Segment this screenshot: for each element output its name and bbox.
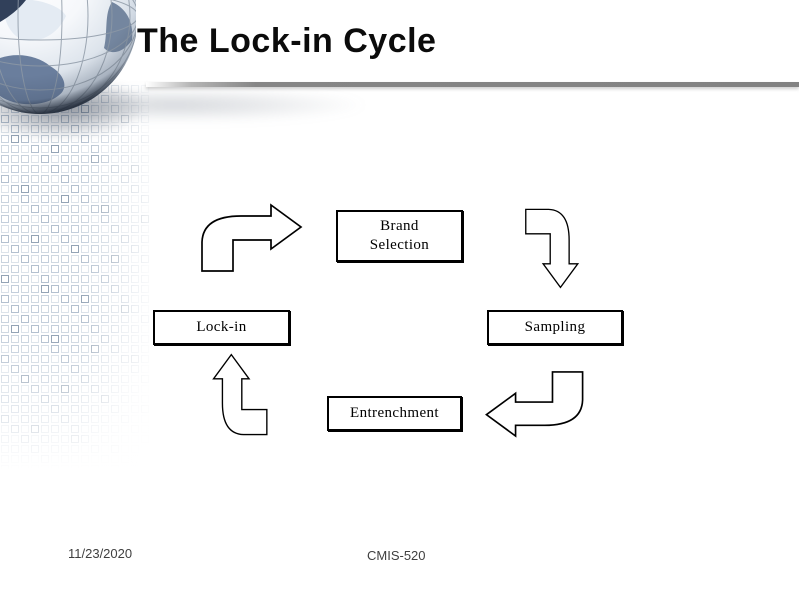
- diagram-box-brand-selection: Brand Selection: [336, 210, 463, 262]
- footer-course: CMIS-520: [367, 548, 426, 563]
- diagram-box-sampling: Sampling: [487, 310, 623, 345]
- diagram-box-label: Lock-in: [196, 318, 247, 335]
- footer-date: 11/23/2020: [68, 546, 133, 561]
- diagram-box-label: Brand: [380, 217, 419, 234]
- diagram-box-lock-in: Lock-in: [153, 310, 290, 345]
- diagram-box-label: Selection: [369, 237, 430, 253]
- background-mosaic-fade: [0, 80, 175, 490]
- bent-arrow-entrenchment-to-lock-in-icon: [212, 353, 268, 436]
- bent-arrow-brand-selection-to-sampling-icon: [525, 208, 580, 289]
- title-divider: [146, 82, 799, 87]
- diagram-box-label: Entrenchment: [350, 404, 439, 421]
- diagram-box-entrenchment: Entrenchment: [327, 396, 462, 431]
- globe-icon: [0, 0, 136, 114]
- diagram-box-label: Sampling: [524, 318, 586, 335]
- page-title: The Lock-in Cycle: [137, 22, 437, 60]
- bent-arrow-sampling-to-entrenchment-icon: [485, 371, 584, 438]
- bent-arrow-lock-in-to-brand-selection-icon: [201, 203, 303, 272]
